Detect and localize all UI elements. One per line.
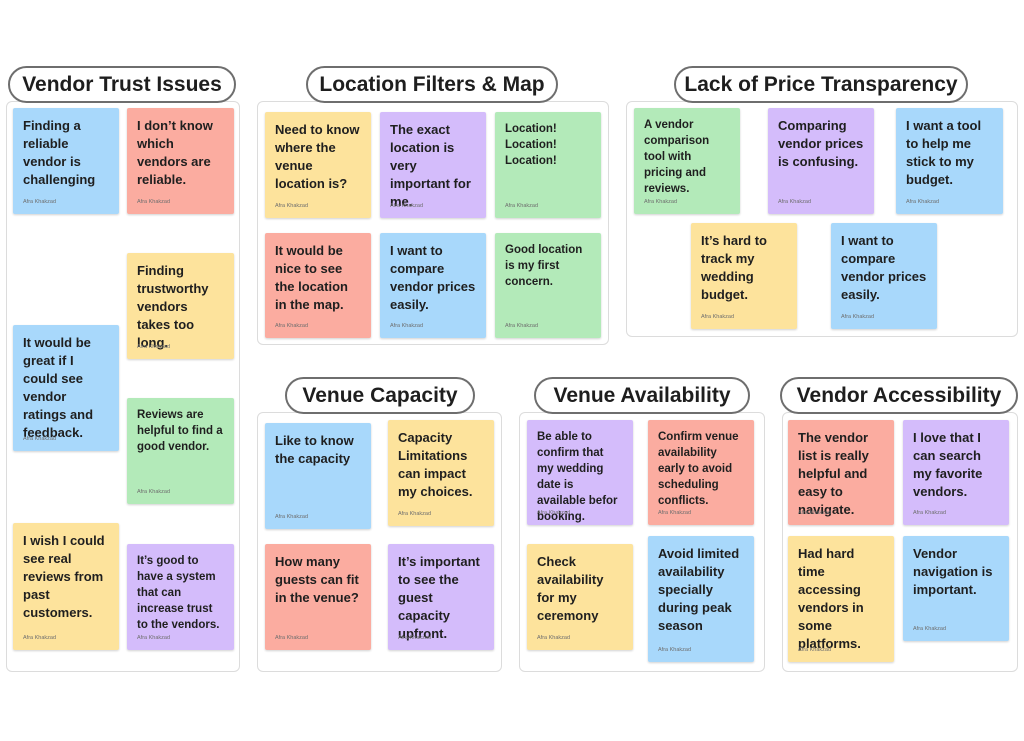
note-author: Afra Khakzad — [275, 203, 309, 209]
sticky-note[interactable]: I love that I can search my favorite ven… — [903, 420, 1009, 525]
sticky-note[interactable]: Reviews are helpful to find a good vendo… — [127, 398, 234, 504]
note-author: Afra Khakzad — [137, 344, 171, 350]
sticky-note[interactable]: I want to compare vendor prices easily. … — [380, 233, 486, 338]
note-author: Afra Khakzad — [137, 489, 171, 495]
note-author: Afra Khakzad — [23, 199, 57, 205]
note-author: Afra Khakzad — [537, 510, 571, 516]
sticky-note[interactable]: Vendor navigation is important. Afra Kha… — [903, 536, 1009, 641]
note-text: A vendor comparison tool with pricing an… — [644, 119, 710, 195]
sticky-note[interactable]: I want to compare vendor prices easily. … — [831, 223, 937, 329]
group-title-venue-capacity[interactable]: Venue Capacity — [285, 377, 475, 414]
note-author: Afra Khakzad — [913, 510, 947, 516]
note-author: Afra Khakzad — [275, 323, 309, 329]
note-author: Afra Khakzad — [390, 203, 424, 209]
note-text: The exact location is very important for… — [390, 122, 471, 209]
sticky-note[interactable]: Like to know the capacity Afra Khakzad — [265, 423, 371, 529]
sticky-note[interactable]: I don’t know which vendors are reliable.… — [127, 108, 234, 214]
sticky-note[interactable]: Check availability for my ceremony Afra … — [527, 544, 633, 650]
sticky-note[interactable]: It’s important to see the guest capacity… — [388, 544, 494, 650]
group-title-vendor-accessibility[interactable]: Vendor Accessibility — [780, 377, 1018, 414]
note-author: Afra Khakzad — [913, 626, 947, 632]
sticky-note[interactable]: Had hard time accessing vendors in some … — [788, 536, 894, 662]
sticky-note[interactable]: Comparing vendor prices is confusing. Af… — [768, 108, 874, 214]
note-author: Afra Khakzad — [778, 199, 812, 205]
note-author: Afra Khakzad — [537, 635, 571, 641]
note-text: Finding a reliable vendor is challenging — [23, 118, 96, 187]
note-text: Avoid limited availability specially dur… — [658, 546, 740, 633]
note-author: Afra Khakzad — [658, 510, 692, 516]
note-text: It’s good to have a system that can incr… — [137, 555, 220, 631]
sticky-note[interactable]: Location! Location! Location! Afra Khakz… — [495, 112, 601, 218]
note-text: Good location is my first concern. — [505, 244, 583, 288]
note-author: Afra Khakzad — [644, 199, 678, 205]
note-author: Afra Khakzad — [398, 511, 432, 517]
note-author: Afra Khakzad — [505, 323, 539, 329]
note-text: It would be nice to see the location in … — [275, 243, 348, 312]
note-text: Had hard time accessing vendors in some … — [798, 546, 864, 651]
group-title-vendor-trust-issues[interactable]: Vendor Trust Issues — [8, 66, 236, 103]
note-author: Afra Khakzad — [701, 314, 735, 320]
note-text: It’s hard to track my wedding budget. — [701, 233, 767, 302]
note-text: I want to compare vendor prices easily. — [390, 243, 476, 312]
note-text: It would be great if I could see vendor … — [23, 335, 94, 440]
note-author: Afra Khakzad — [906, 199, 940, 205]
note-author: Afra Khakzad — [798, 647, 832, 653]
note-text: I want a tool to help me stick to my bud… — [906, 118, 982, 187]
note-text: Location! Location! Location! — [505, 123, 557, 167]
sticky-note[interactable]: A vendor comparison tool with pricing an… — [634, 108, 740, 214]
sticky-note[interactable]: Capacity Limitations can impact my choic… — [388, 420, 494, 526]
note-text: The vendor list is really helpful and ea… — [798, 430, 869, 517]
note-text: I wish I could see real reviews from pas… — [23, 533, 105, 620]
note-text: Like to know the capacity — [275, 433, 354, 466]
sticky-note[interactable]: Avoid limited availability specially dur… — [648, 536, 754, 662]
sticky-note[interactable]: The exact location is very important for… — [380, 112, 486, 218]
sticky-note[interactable]: Need to know where the venue location is… — [265, 112, 371, 218]
note-text: I love that I can search my favorite ven… — [913, 430, 983, 499]
note-text: Be able to confirm that my wedding date … — [537, 431, 618, 523]
note-author: Afra Khakzad — [390, 323, 424, 329]
note-author: Afra Khakzad — [798, 510, 832, 516]
note-author: Afra Khakzad — [398, 635, 432, 641]
note-author: Afra Khakzad — [137, 199, 171, 205]
note-author: Afra Khakzad — [275, 635, 309, 641]
sticky-note[interactable]: I wish I could see real reviews from pas… — [13, 523, 119, 650]
note-text: Confirm venue availability early to avoi… — [658, 431, 739, 507]
sticky-note[interactable]: Finding trustworthy vendors takes too lo… — [127, 253, 234, 359]
note-text: I don’t know which vendors are reliable. — [137, 118, 213, 187]
sticky-note[interactable]: It’s hard to track my wedding budget. Af… — [691, 223, 797, 329]
note-author: Afra Khakzad — [275, 514, 309, 520]
group-title-location-filters-map[interactable]: Location Filters & Map — [306, 66, 558, 103]
sticky-note[interactable]: Good location is my first concern. Afra … — [495, 233, 601, 338]
sticky-note[interactable]: It would be great if I could see vendor … — [13, 325, 119, 451]
note-text: Comparing vendor prices is confusing. — [778, 118, 864, 169]
note-text: Check availability for my ceremony — [537, 554, 604, 623]
note-author: Afra Khakzad — [137, 635, 171, 641]
note-text: Need to know where the venue location is… — [275, 122, 360, 191]
note-author: Afra Khakzad — [841, 314, 875, 320]
sticky-note[interactable]: It would be nice to see the location in … — [265, 233, 371, 338]
note-text: It’s important to see the guest capacity… — [398, 554, 480, 641]
note-text: Vendor navigation is important. — [913, 546, 993, 597]
note-text: Reviews are helpful to find a good vendo… — [137, 409, 223, 453]
sticky-note[interactable]: How many guests can fit in the venue? Af… — [265, 544, 371, 650]
note-text: Capacity Limitations can impact my choic… — [398, 430, 473, 499]
note-text: How many guests can fit in the venue? — [275, 554, 359, 605]
group-title-venue-availability[interactable]: Venue Availability — [534, 377, 750, 414]
note-author: Afra Khakzad — [658, 647, 692, 653]
note-author: Afra Khakzad — [505, 203, 539, 209]
sticky-note[interactable]: Finding a reliable vendor is challenging… — [13, 108, 119, 214]
sticky-note[interactable]: Be able to confirm that my wedding date … — [527, 420, 633, 525]
note-text: Finding trustworthy vendors takes too lo… — [137, 263, 209, 350]
sticky-note[interactable]: The vendor list is really helpful and ea… — [788, 420, 894, 525]
group-title-lack-of-price-transparency[interactable]: Lack of Price Transparency — [674, 66, 968, 103]
sticky-note[interactable]: Confirm venue availability early to avoi… — [648, 420, 754, 525]
note-text: I want to compare vendor prices easily. — [841, 233, 927, 302]
sticky-note[interactable]: I want a tool to help me stick to my bud… — [896, 108, 1003, 214]
note-author: Afra Khakzad — [23, 436, 57, 442]
note-author: Afra Khakzad — [23, 635, 57, 641]
sticky-note[interactable]: It’s good to have a system that can incr… — [127, 544, 234, 650]
